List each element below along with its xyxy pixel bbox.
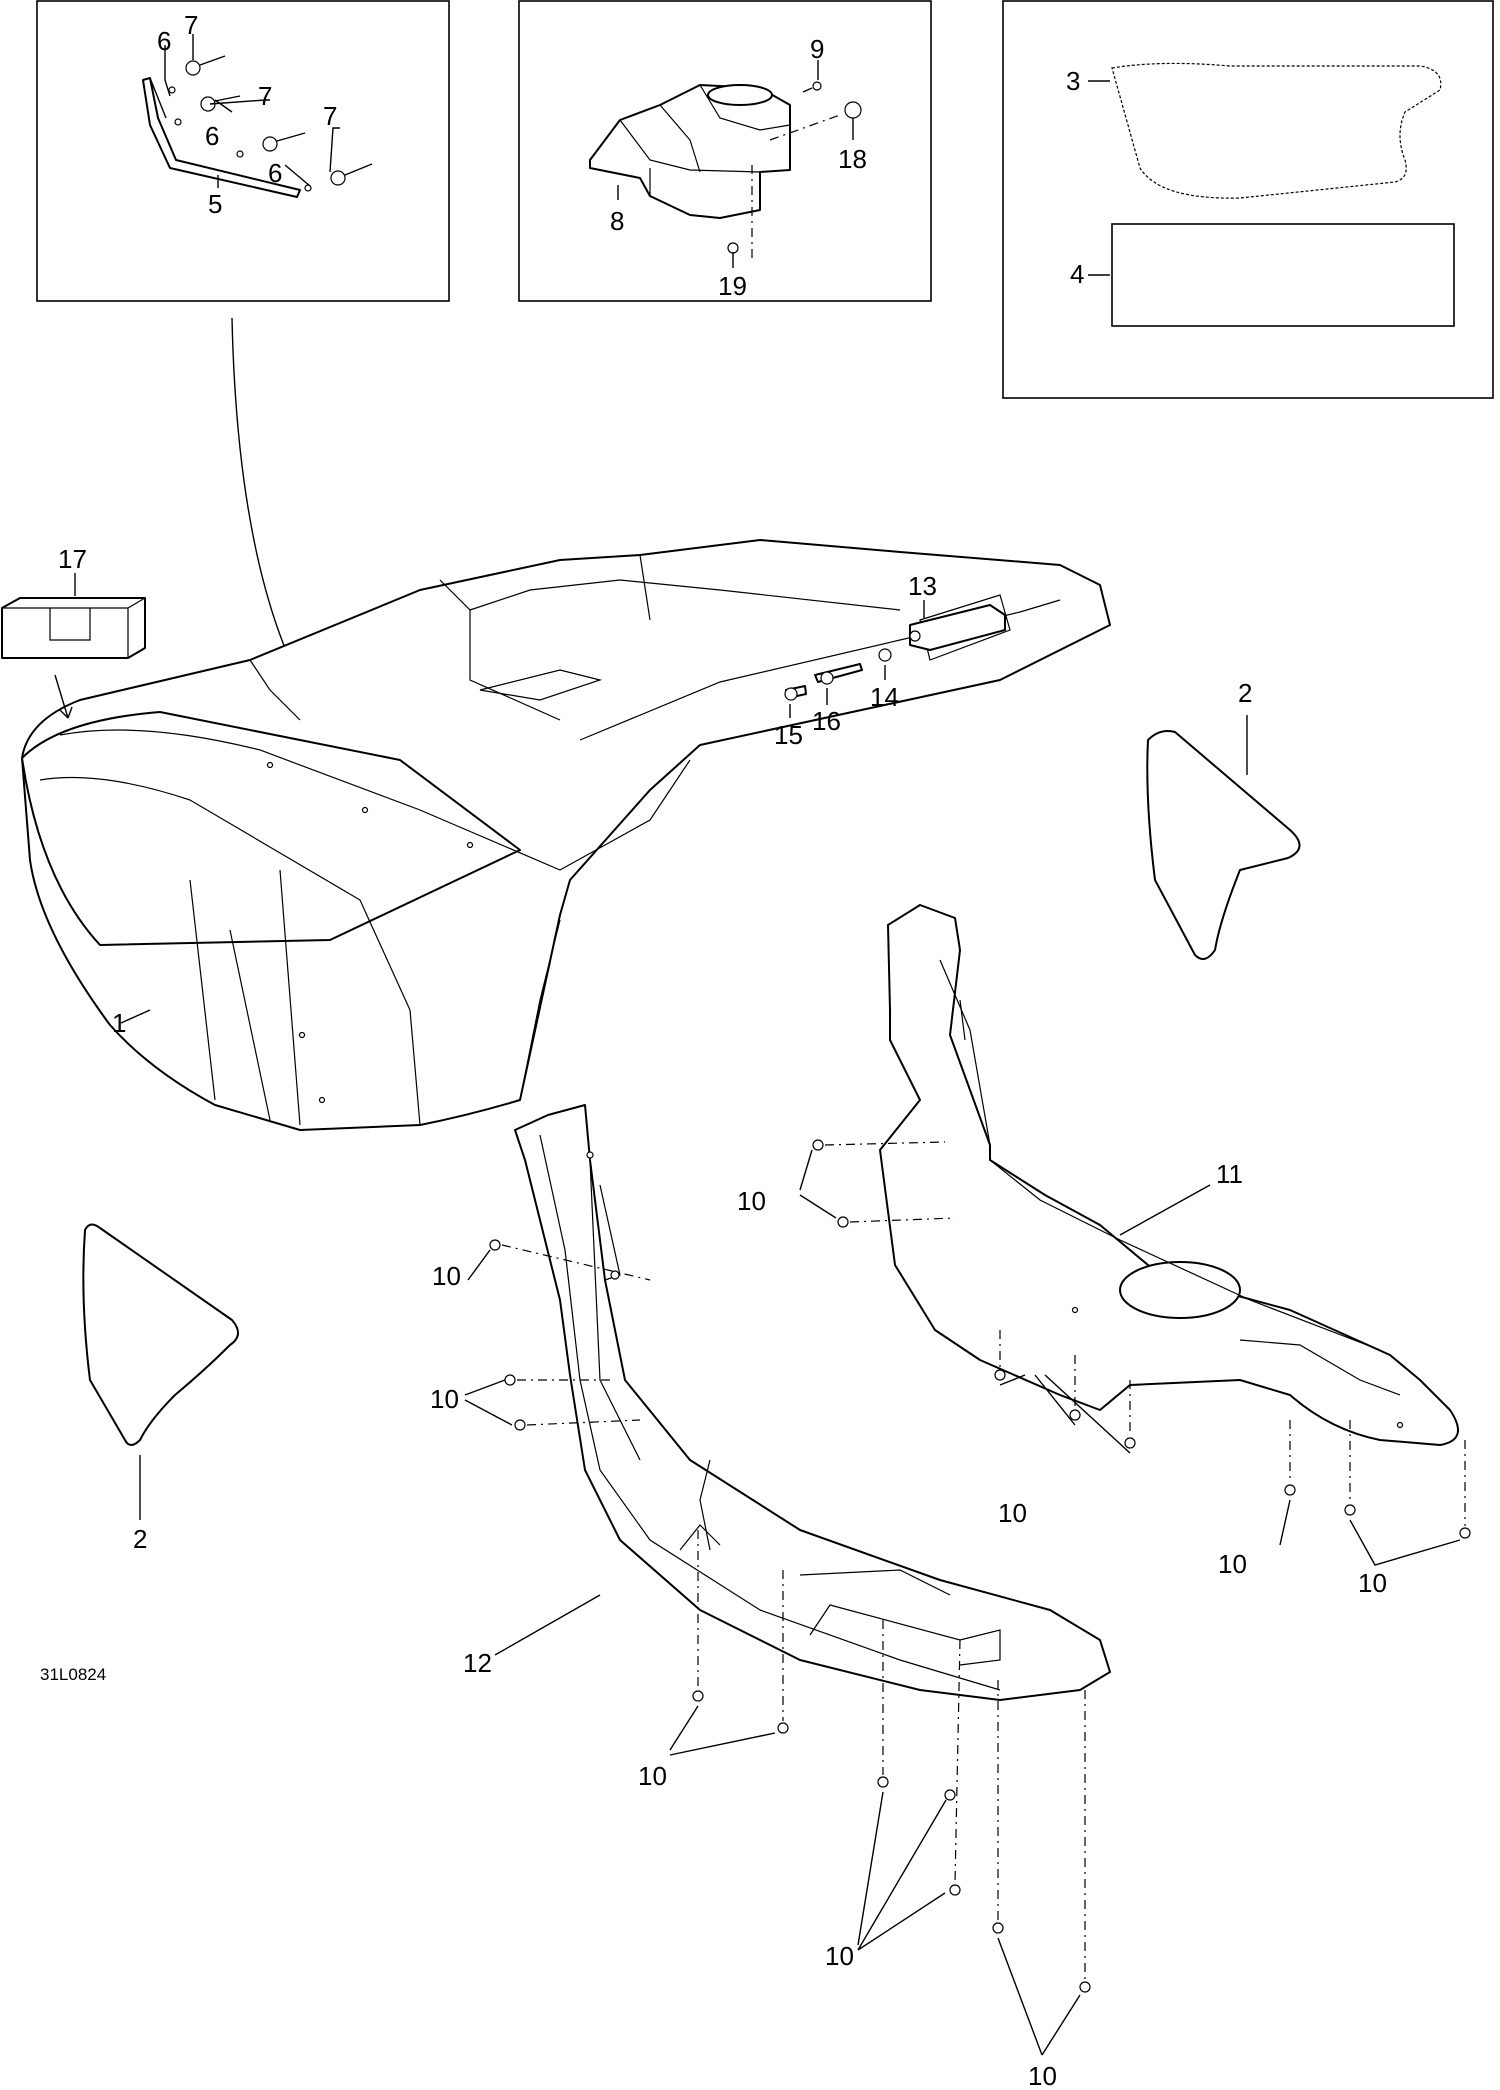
callout-10-d: 10: [998, 1498, 1027, 1528]
belly-pan-fasteners-12: [489, 1239, 1091, 1993]
callout-10-h: 10: [825, 1941, 854, 1971]
part-2-side-panel-left: [82, 1223, 239, 1446]
part-12-belly-pan: [514, 1104, 1111, 1701]
callout-10-c: 10: [430, 1384, 459, 1414]
callout-11: 11: [1216, 1159, 1243, 1189]
console-fasteners-9-18-19: [727, 81, 862, 260]
callout-10-g: 10: [638, 1761, 667, 1791]
callout-7-b: 7: [258, 81, 272, 111]
inset-box-decals: [1002, 0, 1494, 399]
callout-7-c: 7: [323, 101, 337, 131]
callout-15: 15: [774, 720, 803, 750]
callout-8: 8: [610, 206, 624, 236]
callout-1: 1: [112, 1008, 126, 1038]
rivets-6-and-washers-7: [168, 55, 373, 192]
part-4-decal-panel: [1111, 223, 1455, 327]
hull-fasteners-13-to-16: [784, 604, 1006, 701]
part-1-hull: [21, 539, 1111, 1131]
callout-2-right: 2: [1238, 678, 1252, 708]
callout-9: 9: [810, 34, 824, 64]
callout-12: 12: [463, 1648, 492, 1678]
callout-3: 3: [1066, 66, 1080, 96]
callout-10-f: 10: [1358, 1568, 1387, 1598]
callout-10-e: 10: [1218, 1549, 1247, 1579]
part-5-trim-strip: [142, 77, 301, 198]
callout-10-a: 10: [737, 1186, 766, 1216]
belly-pan-fasteners: [812, 1139, 1471, 1539]
part-11-belly-pan: [879, 904, 1459, 1446]
part-17-foam-block: [1, 597, 146, 659]
callout-2-left: 2: [133, 1524, 147, 1554]
inset-box-console: [518, 0, 932, 302]
callout-4: 4: [1070, 259, 1084, 289]
callout-19: 19: [718, 271, 747, 301]
part-8-console: [589, 84, 791, 219]
callout-17: 17: [58, 544, 87, 574]
callout-14: 14: [870, 682, 899, 712]
callout-6-a: 6: [157, 26, 171, 56]
part-2-side-panel-right: [1146, 730, 1301, 960]
callout-13: 13: [908, 571, 937, 601]
callout-16: 16: [812, 706, 841, 736]
callout-10-i: 10: [1028, 2061, 1057, 2090]
callout-7-a: 7: [184, 10, 198, 40]
part-3-decal-outline: [1111, 62, 1442, 199]
callout-18: 18: [838, 144, 867, 174]
callout-5: 5: [208, 189, 222, 219]
callout-6-c: 6: [268, 158, 282, 188]
diagram-code: 31L0824: [40, 1665, 106, 1684]
callout-6-b: 6: [205, 121, 219, 151]
callout-10-b: 10: [432, 1261, 461, 1291]
inset-box-trim-strip: [36, 0, 450, 302]
